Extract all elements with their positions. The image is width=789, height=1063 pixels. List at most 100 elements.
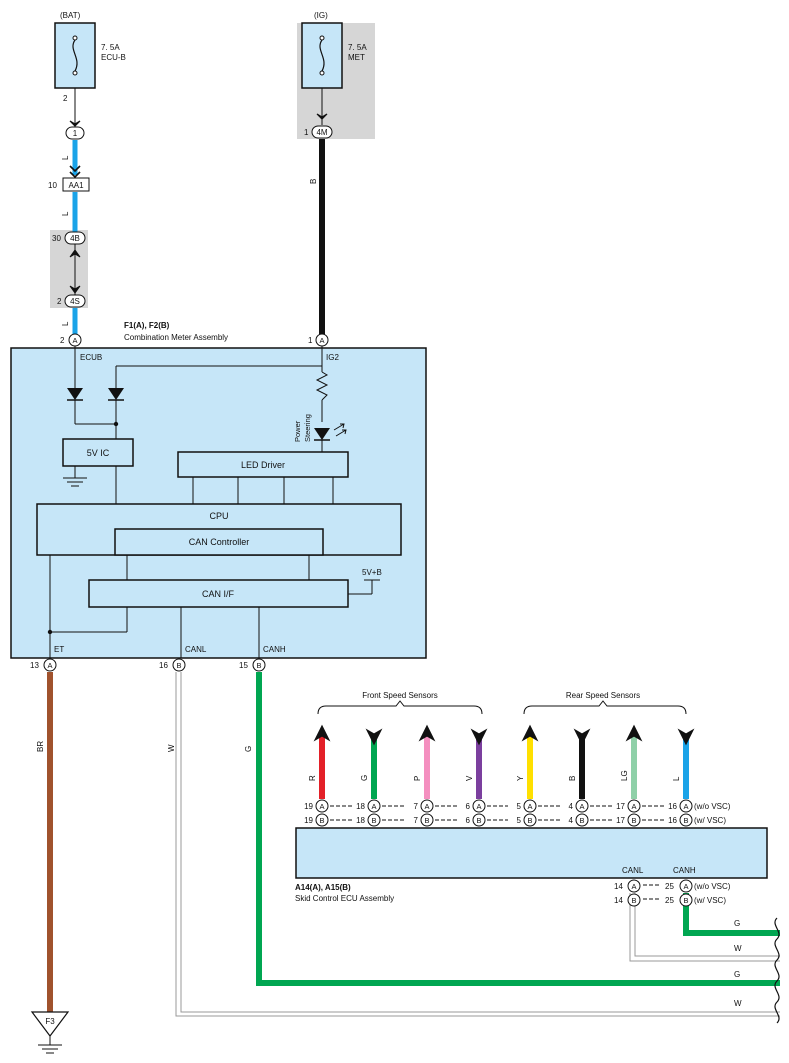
meter-pin-canh-num: 15 (239, 661, 248, 670)
sensor-fr-minus-arrow-icon (470, 728, 488, 746)
bat-fuse-icon (72, 35, 78, 76)
skid-ecu-id: A14(A), A15(B) (295, 883, 351, 892)
sensor-rr-minus-pin-b (679, 813, 693, 827)
wire-g-label: G (244, 746, 253, 752)
sensor-rl-plus-pin-b-num: 5 (517, 816, 522, 825)
sensor-row-a-note: (w/o VSC) (694, 802, 731, 811)
sensor-fr-minus-pin-a (472, 799, 486, 813)
diode-icon-ecub (67, 388, 83, 401)
ground-f3-triangle (30, 1011, 70, 1037)
right-wire-w2-label: W (734, 999, 742, 1008)
ecu-can-pin-a-left-letter: A (631, 882, 636, 891)
sensor-rr-plus-pin-a-num: 17 (616, 802, 625, 811)
sensor-fr-plus-pin-b-letter: B (424, 816, 429, 825)
junction-arrow-down (69, 285, 81, 294)
diode-icon-ig2 (108, 388, 124, 401)
sensor-rl-minus-pin-b-letter: B (579, 816, 584, 825)
can-if-label: CAN I/F (202, 589, 235, 599)
meter-pin-canl-num: 16 (159, 661, 168, 670)
ecu-can-w-wire (629, 893, 780, 962)
connector-4m-pin: 1 (304, 128, 309, 137)
ecu-can-pin-a-right-letter: A (683, 882, 688, 891)
ig-source-label: (IG) (314, 11, 328, 20)
sensor-fr-minus-pin-b-letter: B (476, 816, 481, 825)
sensor-fr-minus-pin-a-letter: A (476, 802, 481, 811)
connector-aa1-pin: 10 (48, 181, 57, 190)
sensor-fl-plus-pin-a-letter: A (319, 802, 324, 811)
meter-canl-label: CANL (185, 645, 207, 654)
led-icon (314, 423, 347, 441)
sensor-rl-minus-pin-a (575, 799, 589, 813)
ground-icon (38, 1036, 62, 1054)
ic-5v-box (62, 438, 134, 467)
v5b-label: 5V+B (362, 568, 382, 577)
wire-b-label: B (309, 179, 318, 184)
can-controller-label: CAN Controller (189, 537, 250, 547)
sensor-fl-minus-pin-b-num: 18 (356, 816, 365, 825)
ecu-can-pin-b-right-num: 25 (665, 896, 674, 905)
led-driver-box (177, 451, 349, 478)
ecu-can-pin-a-right (679, 879, 693, 893)
junction-dot-2 (47, 629, 53, 635)
led-driver-label: LED Driver (241, 460, 285, 470)
sensor-rr-plus-pin-b-letter: B (631, 816, 636, 825)
bat-fuse-name: ECU-B (101, 53, 126, 62)
ecu-can-pin-b-note: (w/ VSC) (694, 896, 726, 905)
meter-name: Combination Meter Assembly (124, 333, 228, 342)
sensor-fr-minus-pin-b (472, 813, 486, 827)
resistor-icon (315, 371, 329, 401)
ecu-can-dash-lines (643, 884, 660, 900)
connector-4b-label: 4B (70, 234, 80, 243)
connector-4m-label: 4M (316, 128, 327, 137)
sensor-rr-plus-arrow-icon (625, 724, 643, 742)
sensor-fl-minus-wire-label: G (360, 775, 369, 781)
power-steering-label-1: Power (293, 420, 302, 442)
meter-pin-canl (172, 658, 186, 672)
ecu-can-pin-a-right-num: 25 (665, 882, 674, 891)
skid-ecu-box (295, 827, 768, 879)
meter-internal-wiring (49, 346, 380, 658)
break-line (774, 917, 780, 1024)
connector-4s-pin: 2 (57, 297, 62, 306)
sensor-rl-plus-pin-b (523, 813, 537, 827)
bat-connector-arrow-1 (69, 120, 81, 127)
sensor-rl-minus-pin-a-letter: A (579, 802, 584, 811)
ig-fuse-name: MET (348, 53, 365, 62)
right-wire-g2-label: G (734, 970, 740, 979)
wire-w-label: W (167, 744, 176, 752)
sensor-rr-plus-pin-a (627, 799, 641, 813)
meter-pin-et (43, 658, 57, 672)
rear-speed-sensors-title: Rear Speed Sensors (566, 691, 640, 700)
bat-source-label: (BAT) (60, 11, 81, 20)
speed-sensor-group: RA19B19FL+GA18B18FL–PA7B7FR+VA6B6FR–YA5B… (304, 724, 731, 842)
ecu-can-pin-b-left-letter: B (631, 896, 636, 905)
ecu-can-pin-b-right (679, 893, 693, 907)
bat-fuse-rating: 7. 5A (101, 43, 120, 52)
connector-4b-pin: 30 (52, 234, 61, 243)
right-wire-g1-label: G (734, 919, 740, 928)
sensor-rl-plus-pin-a (523, 799, 537, 813)
sensor-rl-minus-pin-b (575, 813, 589, 827)
sensor-fr-minus-pin-b-num: 6 (466, 816, 471, 825)
skid-ecu-name: Skid Control ECU Assembly (295, 894, 394, 903)
can-controller-box (114, 528, 324, 556)
sensor-fl-plus-pin-b (315, 813, 329, 827)
meter-ecub-label: ECUB (80, 353, 102, 362)
meter-id: F1(A), F2(B) (124, 321, 170, 330)
sensor-rl-minus-pin-b-num: 4 (569, 816, 574, 825)
sensor-fl-plus-pin-b-letter: B (319, 816, 324, 825)
sensor-fr-plus-pin-b-num: 7 (414, 816, 419, 825)
sensor-fr-plus-pin-b (420, 813, 434, 827)
sensor-fl-plus-wire-label: R (308, 775, 317, 781)
sensor-rr-plus-pin-b (627, 813, 641, 827)
sensor-fr-plus-arrow-icon (418, 724, 436, 742)
sensor-rr-minus-wire-label: L (672, 776, 681, 781)
meter-pin-canl-letter: B (176, 661, 181, 670)
sensor-fr-minus-pin-a-num: 6 (466, 802, 471, 811)
wire-w-meter (175, 672, 780, 1017)
connector-1 (65, 126, 85, 140)
ecu-can-pin-b-left-num: 14 (614, 896, 623, 905)
connector-4s (64, 294, 86, 308)
sensor-rl-minus-arrow-icon (573, 728, 591, 746)
